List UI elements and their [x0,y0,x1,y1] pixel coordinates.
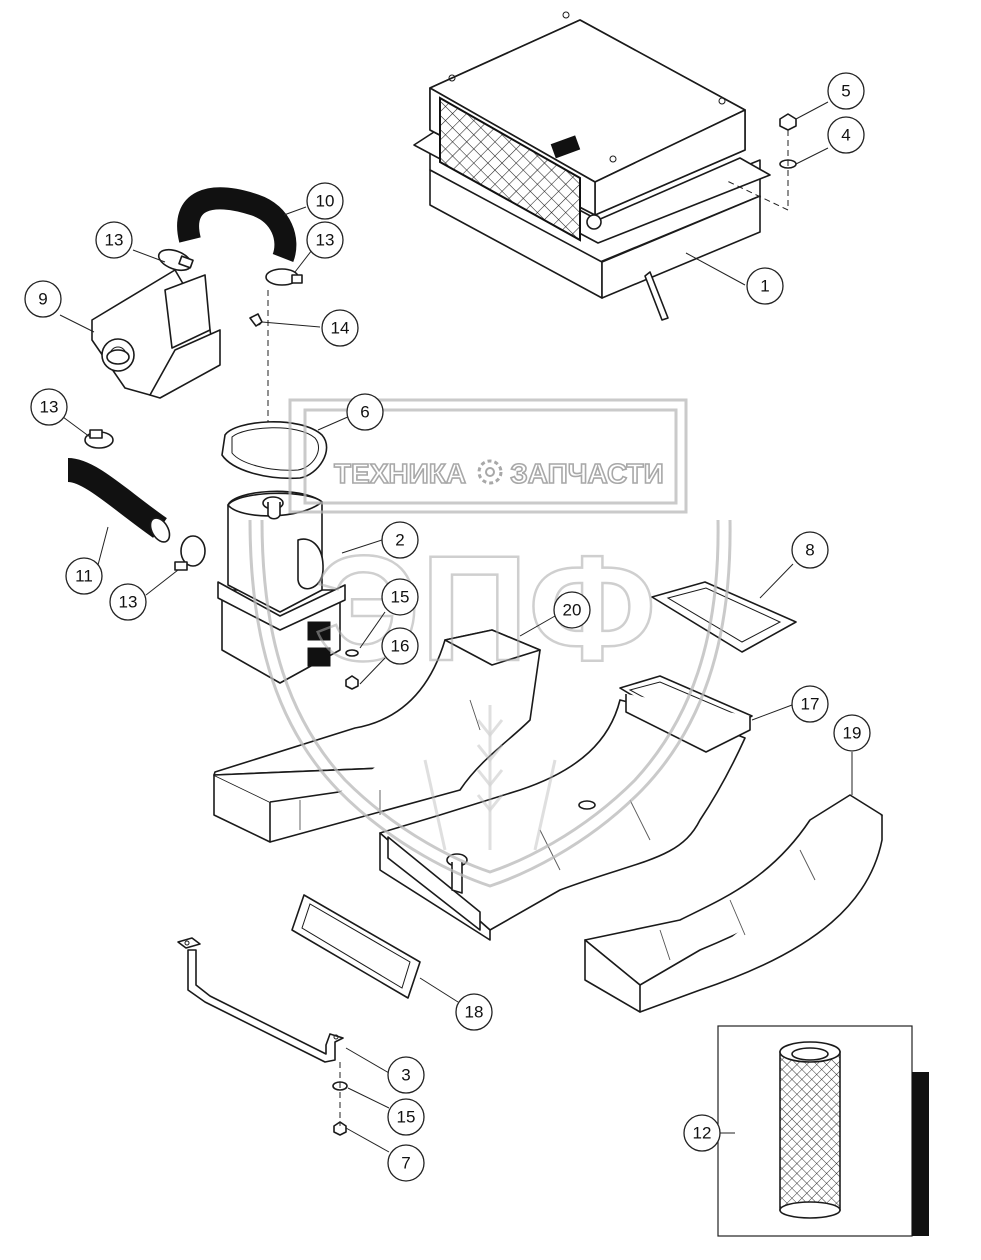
svg-text:6: 6 [360,403,369,422]
leader-lines [59,101,853,1153]
part-12-filter-cartridge-inset [717,1025,929,1237]
svg-text:2: 2 [395,531,404,550]
watermark-logo-letters: ЭПФ [314,524,657,692]
callout-13-lower-left: 13 [109,583,147,621]
part-10-upper-hose [177,187,297,262]
svg-text:11: 11 [75,567,93,586]
callout-20: 20 [553,591,591,629]
callout-19: 19 [833,714,871,752]
callout-9: 9 [24,280,62,318]
callout-13-upper-right: 13 [306,221,344,259]
callout-4: 4 [827,116,865,154]
callout-13-upper-left: 13 [95,221,133,259]
svg-text:15: 15 [397,1108,416,1127]
svg-text:7: 7 [401,1154,410,1173]
part-20-left-duct [213,629,541,843]
callout-6: 6 [346,393,384,431]
callout-11: 11 [65,557,103,595]
wheat-icon [423,705,557,851]
callout-16: 16 [381,627,419,665]
part-18-inlet-frame [291,894,421,999]
svg-text:18: 18 [465,1003,484,1022]
callout-12: 12 [683,1114,721,1152]
svg-text:19: 19 [843,724,862,743]
svg-text:3: 3 [401,1066,410,1085]
callout-2: 2 [381,521,419,559]
watermark-text-right: ЗАПЧАСТИ [510,458,663,489]
callout-5: 5 [827,72,865,110]
callout-15-lower: 15 [387,1098,425,1136]
callout-10: 10 [306,182,344,220]
svg-text:15: 15 [391,588,410,607]
svg-text:13: 13 [119,593,138,612]
callout-3: 3 [387,1056,425,1094]
svg-text:4: 4 [841,126,850,145]
part-13-clamp-upper-left [157,248,194,272]
watermark-text-left: ТЕХНИКА [334,458,466,489]
svg-text:14: 14 [331,319,350,338]
svg-text:8: 8 [805,541,814,560]
watermark-logo: ТЕХНИКА ЗАПЧАСТИ ЭПФ [248,398,732,888]
callout-18: 18 [455,993,493,1031]
callout-15-upper: 15 [381,578,419,616]
gear-icon [477,459,503,485]
assembly-line-fasteners-4-5 [724,130,789,211]
part-9-blower-housing [91,269,262,399]
svg-text:20: 20 [563,601,582,620]
part-13-clamp-mid-left [84,429,114,449]
svg-text:1: 1 [760,277,769,296]
svg-text:13: 13 [40,398,59,417]
part-3-bracket [177,937,344,1063]
callout-14: 14 [321,309,359,347]
part-1-heater-housing [413,11,771,321]
svg-text:12: 12 [693,1124,712,1143]
svg-text:13: 13 [105,231,124,250]
svg-text:13: 13 [316,231,335,250]
callout-8: 8 [791,531,829,569]
callout-7: 7 [387,1144,425,1182]
part-13-clamp-lower-left [174,535,206,571]
svg-text:5: 5 [841,82,850,101]
part-6-gasket [221,421,328,480]
part-11-lower-hose [66,458,171,543]
part-15-washer-upper [345,649,359,657]
svg-text:16: 16 [391,637,410,656]
svg-text:9: 9 [38,290,47,309]
part-19-right-duct [584,794,883,1013]
callout-1: 1 [746,267,784,305]
part-13-clamp-upper-right [265,268,303,286]
svg-text:10: 10 [316,192,335,211]
part-5-nut [779,113,797,131]
callout-13-mid-left: 13 [30,388,68,426]
callout-17: 17 [791,685,829,723]
svg-text:17: 17 [801,695,820,714]
part-16-nut [345,675,359,690]
